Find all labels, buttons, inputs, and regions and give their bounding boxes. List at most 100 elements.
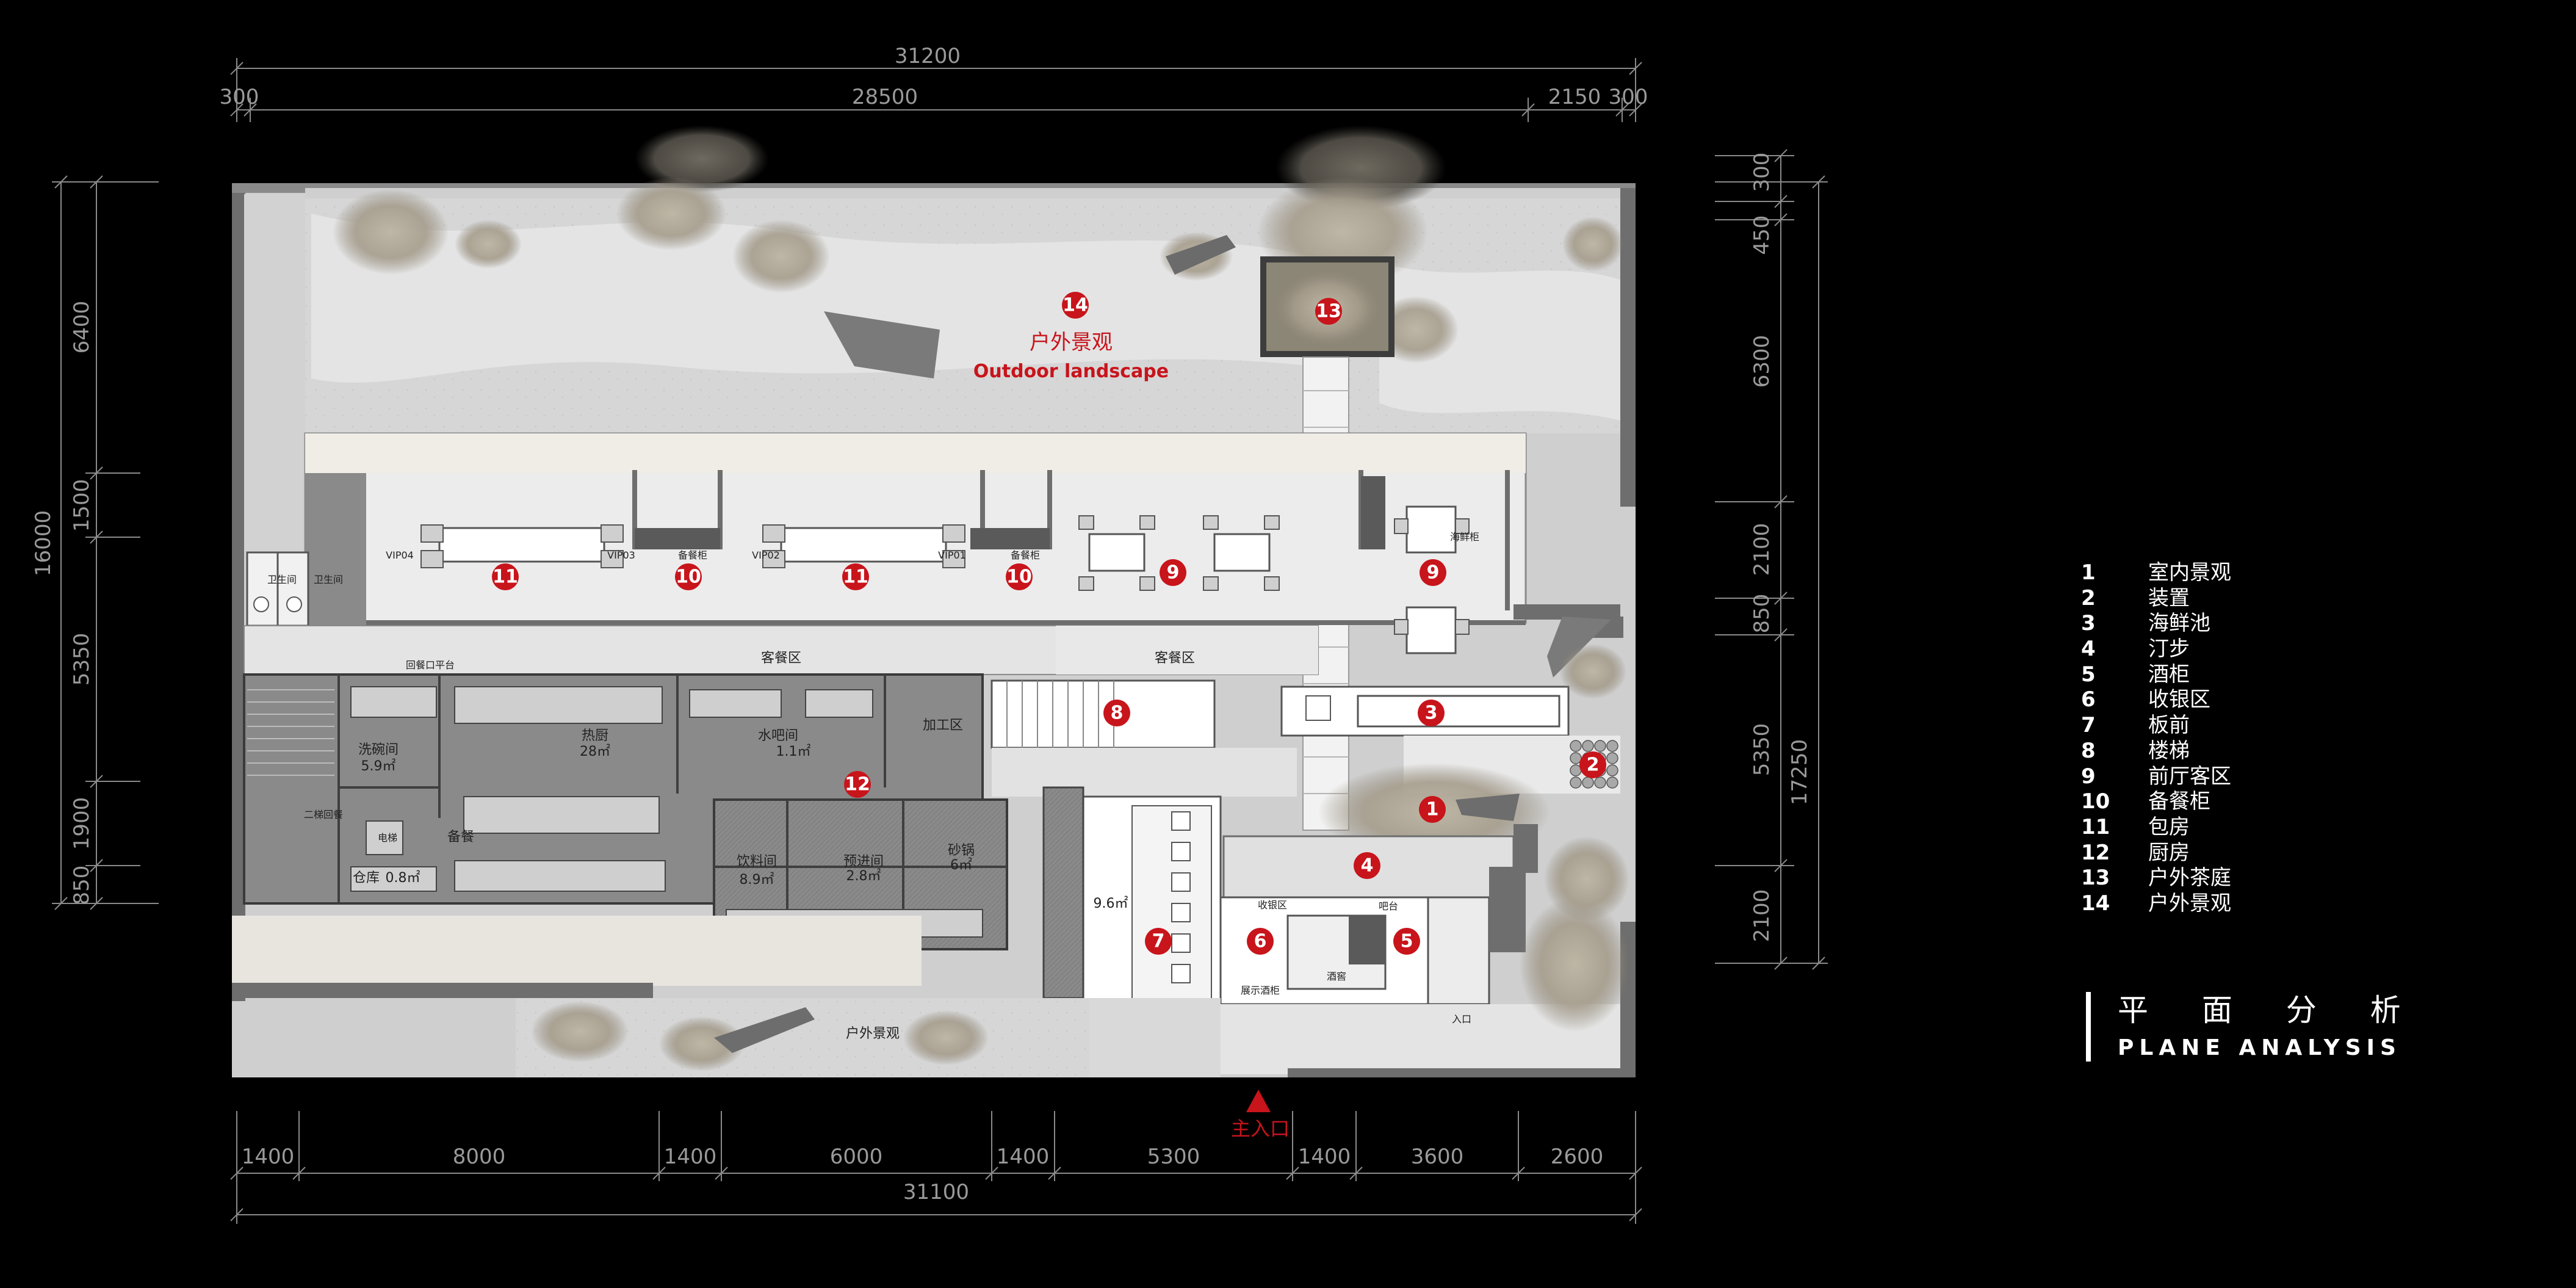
dim-right-4: 850 bbox=[1750, 594, 1774, 634]
outdoor-south-label: 户外景观 bbox=[846, 1026, 900, 1041]
room-sideboard-c: 海鲜柜 bbox=[1450, 531, 1479, 543]
legend-label: 板前 bbox=[2148, 713, 2190, 738]
main-entrance-arrow bbox=[1246, 1090, 1271, 1112]
dim-top-0: 300 bbox=[220, 85, 259, 109]
room-stock: 仓库 bbox=[353, 870, 380, 886]
room-toilet-b: 卫生间 bbox=[314, 574, 343, 585]
room-seafood-area: 9.6㎡ bbox=[1094, 895, 1128, 911]
marker-7: 7 bbox=[1145, 928, 1172, 955]
legend-item: 12 厨房 bbox=[2081, 841, 2231, 866]
legend-num: 7 bbox=[2081, 713, 2096, 738]
svg-text:7: 7 bbox=[1152, 931, 1165, 952]
room-cashier: 收银区 bbox=[1258, 899, 1287, 911]
legend-num: 9 bbox=[2081, 764, 2096, 789]
svg-text:6: 6 bbox=[1254, 931, 1267, 952]
svg-text:10: 10 bbox=[676, 566, 701, 588]
legend-label: 包房 bbox=[2148, 814, 2190, 839]
dim-bottom-0: 1400 bbox=[242, 1145, 295, 1169]
room-display: 展示酒柜 bbox=[1241, 985, 1280, 996]
room-vip03: VIP03 bbox=[607, 549, 635, 561]
dim-right-3: 2100 bbox=[1750, 523, 1774, 576]
legend-label: 楼梯 bbox=[2148, 738, 2190, 763]
marker-9b: 9 bbox=[1420, 559, 1446, 586]
room-vip01: VIP01 bbox=[938, 549, 966, 561]
marker-13: 13 bbox=[1315, 298, 1342, 325]
marker-6: 6 bbox=[1247, 928, 1274, 955]
dim-bottom-7: 3600 bbox=[1411, 1145, 1464, 1169]
marker-11a: 11 bbox=[492, 563, 519, 590]
title-en: PLANE ANALYSIS bbox=[2118, 1035, 2401, 1060]
legend-label: 酒柜 bbox=[2148, 662, 2190, 687]
legend-label: 厨房 bbox=[2148, 840, 2190, 865]
svg-text:10: 10 bbox=[1006, 566, 1032, 588]
svg-text:11: 11 bbox=[492, 566, 518, 588]
legend-item: 2 装置 bbox=[2081, 586, 2231, 612]
legend-item: 7 板前 bbox=[2081, 713, 2231, 739]
legend-label: 户外景观 bbox=[2148, 891, 2231, 916]
main-entrance-label: 主入口 bbox=[1231, 1117, 1290, 1140]
dim-top-3: 300 bbox=[1609, 85, 1648, 109]
legend-label: 汀步 bbox=[2148, 637, 2190, 662]
svg-text:8: 8 bbox=[1111, 703, 1124, 724]
legend-label: 前厅客区 bbox=[2148, 764, 2231, 789]
room-stock-area: 0.8㎡ bbox=[386, 870, 420, 886]
room-hot-area: 28㎡ bbox=[580, 743, 610, 759]
legend-num: 6 bbox=[2081, 687, 2096, 712]
room-back-door: 回餐口平台 bbox=[406, 659, 455, 671]
room-prep: 备餐 bbox=[447, 830, 474, 845]
marker-2: 2 bbox=[1579, 751, 1606, 778]
title-block: 平 面 分 析 PLANE ANALYSIS bbox=[2086, 992, 2423, 1063]
legend-item: 9 前厅客区 bbox=[2081, 764, 2231, 790]
legend-label: 室内景观 bbox=[2148, 560, 2231, 585]
title-bar bbox=[2086, 992, 2091, 1062]
legend-num: 2 bbox=[2081, 585, 2096, 610]
legend-label: 收银区 bbox=[2148, 687, 2210, 712]
legend-item: 4 汀步 bbox=[2081, 637, 2231, 662]
svg-text:5: 5 bbox=[1401, 931, 1413, 952]
legend-num: 4 bbox=[2081, 637, 2096, 662]
room-proc: 加工区 bbox=[923, 718, 963, 733]
outdoor-label-en: Outdoor landscape bbox=[973, 361, 1169, 382]
marker-11b: 11 bbox=[842, 563, 869, 590]
room-dumb: 二梯回餐 bbox=[304, 809, 343, 820]
dim-top-1: 28500 bbox=[852, 85, 918, 109]
room-hot-kitchen: 热厨 bbox=[582, 728, 608, 743]
legend-num: 12 bbox=[2081, 840, 2110, 865]
dim-right-0: 300 bbox=[1750, 153, 1774, 192]
svg-text:14: 14 bbox=[1063, 295, 1088, 316]
svg-text:9: 9 bbox=[1167, 562, 1180, 584]
svg-text:12: 12 bbox=[845, 774, 870, 795]
bottom-dimensions bbox=[230, 1111, 1642, 1224]
dim-left-1: 1500 bbox=[70, 479, 94, 532]
room-toilet-a: 卫生间 bbox=[267, 574, 297, 585]
marker-14: 14 bbox=[1062, 292, 1089, 319]
marker-12: 12 bbox=[844, 771, 871, 798]
svg-text:3: 3 bbox=[1425, 703, 1438, 724]
room-vip04: VIP04 bbox=[386, 549, 414, 561]
dim-left-4: 850 bbox=[70, 866, 94, 905]
dim-right-2: 6300 bbox=[1750, 335, 1774, 388]
marker-8: 8 bbox=[1103, 700, 1130, 726]
dim-left-2: 5350 bbox=[70, 633, 94, 686]
dim-bottom-1: 8000 bbox=[453, 1145, 506, 1169]
svg-text:1: 1 bbox=[1426, 799, 1439, 820]
dim-right-total: 17250 bbox=[1788, 739, 1812, 805]
room-water-area: 1.1㎡ bbox=[776, 743, 811, 759]
legend-label: 装置 bbox=[2148, 585, 2190, 610]
dim-bottom-5: 5300 bbox=[1147, 1145, 1200, 1169]
room-water-bar: 水吧间 bbox=[758, 728, 798, 743]
room-dishwash: 洗碗间 bbox=[358, 742, 399, 758]
svg-text:11: 11 bbox=[843, 566, 868, 588]
dim-bottom-4: 1400 bbox=[997, 1145, 1050, 1169]
dim-bottom-total: 31100 bbox=[903, 1180, 969, 1204]
left-dimensions bbox=[52, 175, 159, 910]
room-dishwash-area: 5.9㎡ bbox=[361, 758, 396, 774]
right-dimensions bbox=[1715, 149, 1828, 970]
room-entry: 入口 bbox=[1452, 1013, 1471, 1025]
